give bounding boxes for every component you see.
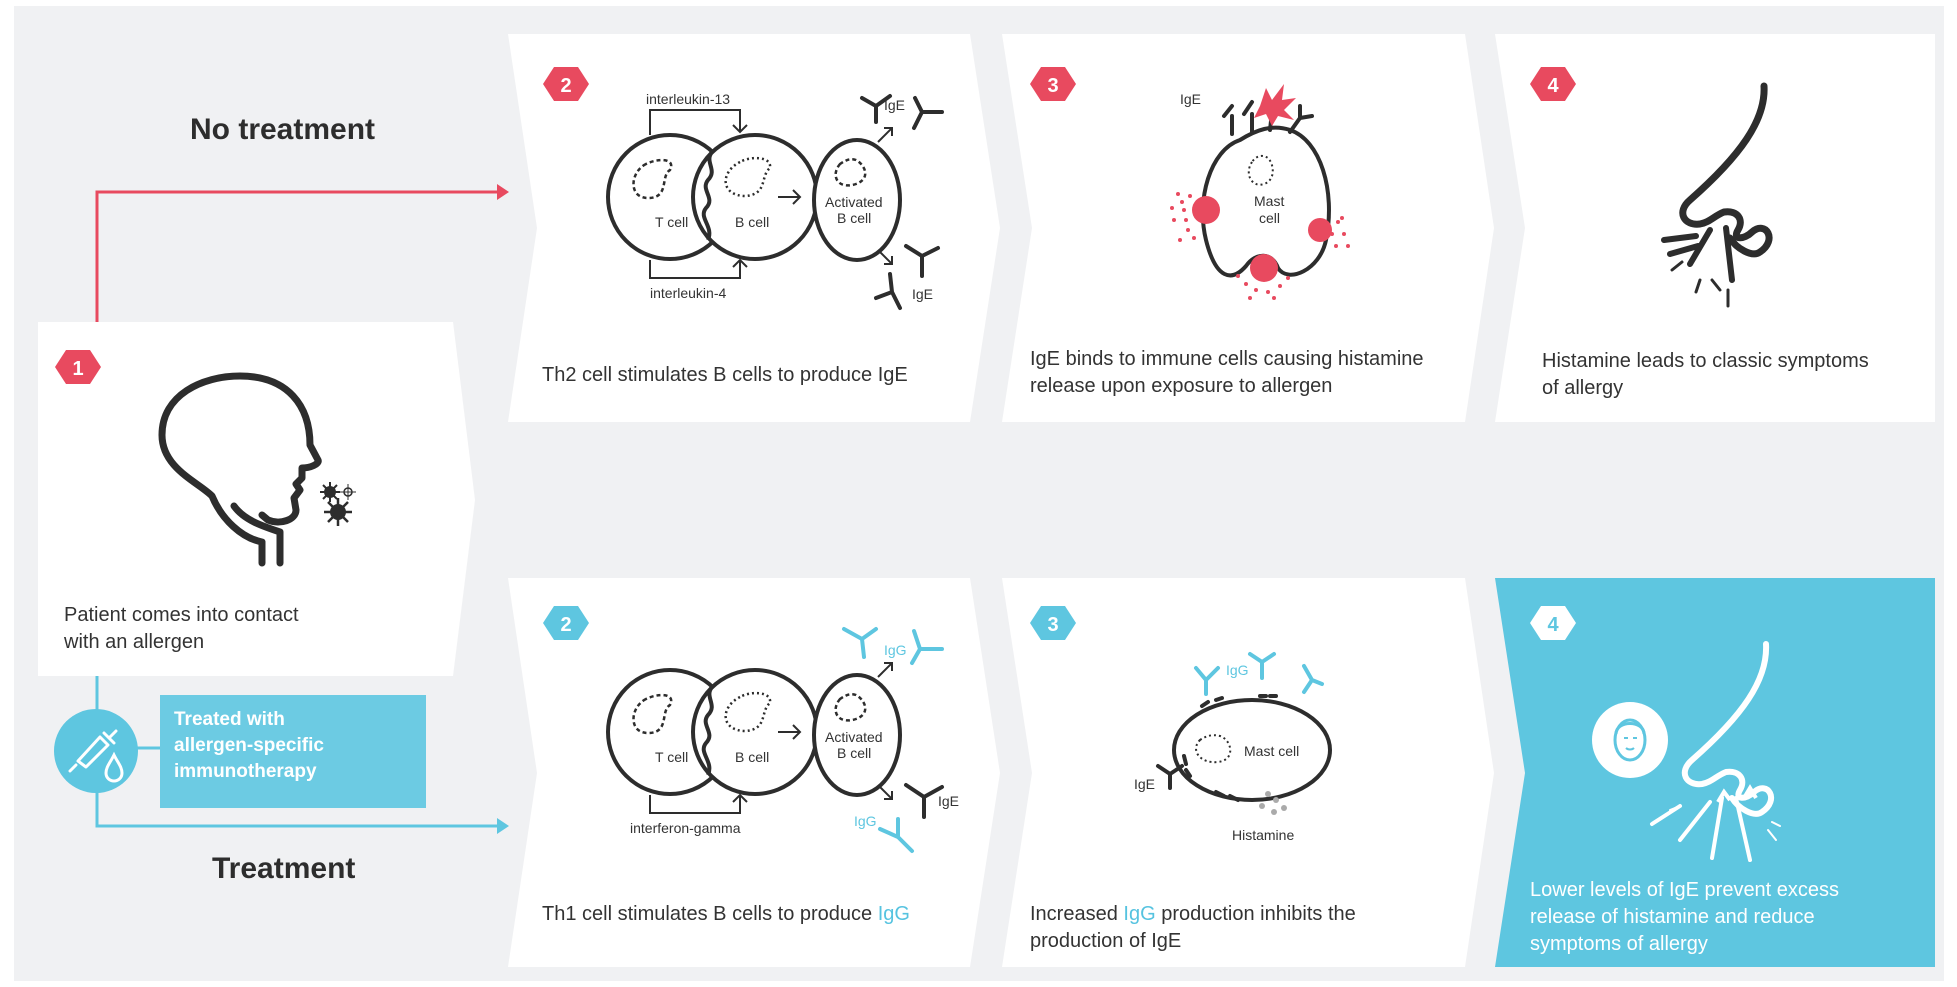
treatment-step3-caption-line1: Increased IgG production inhibits the — [1030, 903, 1356, 925]
interleukin4-label: interleukin-4 — [650, 285, 726, 301]
histamine-label: Histamine — [1232, 827, 1294, 843]
treatment-arrow-head — [497, 818, 509, 834]
interferon-label: interferon-gamma — [630, 820, 741, 836]
ige-antibody-right — [904, 783, 944, 819]
heading-no-treatment: No treatment — [190, 113, 376, 146]
panel-step1 — [38, 322, 475, 676]
ige-right-label: IgE — [938, 793, 959, 809]
ige-antibody — [1156, 764, 1184, 790]
igg-antibodies — [1194, 652, 1324, 696]
bcell-label: B cell — [735, 214, 769, 230]
treatment-step3-caption: Increased IgG production inhibits the pr… — [1030, 901, 1356, 955]
heading-treatment: Treatment — [212, 852, 356, 885]
no-treatment-arrow-line — [95, 190, 497, 322]
histamine-granules — [1170, 192, 1350, 300]
mast-label-1: Mast — [1254, 193, 1284, 209]
no-treatment-arrow-head — [497, 184, 509, 200]
ige-antibodies-bottom — [874, 244, 940, 310]
mast-cell-inhibited-illustration: Mast cell IgG IgE Histamine — [1134, 652, 1332, 843]
panel-treatment-step4 — [1495, 578, 1935, 967]
sneezing-nose-icon — [1661, 82, 1773, 308]
allergen-burst — [1254, 84, 1296, 126]
no-treatment-step3-caption-line2: release upon exposure to allergen — [1030, 375, 1333, 397]
treatment-step3-caption-line2: production of IgE — [1030, 930, 1182, 952]
treatment-step2-caption-text: Th1 cell stimulates B cells to produce — [542, 903, 878, 925]
no-treatment-step4-caption: Histamine leads to classic symptoms of a… — [1542, 348, 1869, 402]
th2-cell-illustration: T cell B cell interleukin-13 interleukin… — [606, 91, 944, 310]
mast-cell-label: Mast cell — [1244, 743, 1299, 759]
syringe-drop-icon — [54, 709, 138, 793]
ige-label: IgE — [1134, 776, 1155, 792]
interleukin13-label: interleukin-13 — [646, 91, 730, 107]
treatment-step4-caption-line3: symptoms of allergy — [1530, 933, 1708, 955]
activated-label-1: Activated — [825, 194, 883, 210]
treatment-step4-caption: Lower levels of IgE prevent excess relea… — [1530, 877, 1839, 958]
receptor-marks — [1182, 694, 1278, 802]
treatment-box-line3: immunotherapy — [174, 761, 317, 782]
treatment-step2-caption-highlight: IgG — [877, 903, 910, 925]
allergen-particles-icon — [320, 482, 356, 526]
ige-top-label: IgE — [884, 97, 905, 113]
panel-no-treatment-step4 — [1495, 34, 1935, 422]
igg-antibody-bottom — [878, 817, 914, 853]
histamine-dots — [1259, 791, 1287, 815]
no-treatment-step4-caption-line1: Histamine leads to classic symptoms — [1542, 350, 1869, 372]
activated-label-2: B cell — [837, 745, 871, 761]
treatment-box-line1: Treated with — [174, 709, 285, 730]
treatment-description-box: Treated with allergen-specific immunothe… — [160, 695, 426, 808]
no-treatment-step2-caption: Th2 cell stimulates B cells to produce I… — [542, 364, 908, 386]
ige-bottom-label: IgE — [912, 286, 933, 302]
step1-caption: Patient comes into contact with an aller… — [64, 602, 299, 656]
treatment-step2-caption: Th1 cell stimulates B cells to produce I… — [542, 901, 910, 928]
igg-antibodies-top — [842, 627, 944, 665]
relieved-face-icon — [1592, 702, 1668, 778]
tcell-label: T cell — [655, 749, 688, 765]
igg-bottom-label: IgG — [854, 813, 877, 829]
mast-cell-degranulation-illustration: Mast cell IgE — [1170, 84, 1350, 300]
treatment-box-line2: allergen-specific — [174, 735, 324, 756]
th1-cell-illustration: T cell B cell interferon-gamma Activated… — [606, 627, 959, 853]
igg-label: IgG — [1226, 662, 1249, 678]
no-treatment-step3-caption-line1: IgE binds to immune cells causing histam… — [1030, 348, 1424, 370]
tcell-label: T cell — [655, 214, 688, 230]
step1-caption-line2: with an allergen — [64, 631, 205, 653]
treatment-step4-caption-line1: Lower levels of IgE prevent excess — [1530, 879, 1840, 901]
ige-label: IgE — [1180, 91, 1201, 107]
step1-caption-line1: Patient comes into contact — [64, 604, 299, 626]
treatment-step4-caption-line2: release of histamine and reduce — [1530, 906, 1815, 928]
activated-label-2: B cell — [837, 210, 871, 226]
activated-label-1: Activated — [825, 729, 883, 745]
head-with-allergen-icon — [158, 372, 356, 567]
igg-top-label: IgG — [884, 642, 907, 658]
ige-antibodies-top — [860, 94, 944, 130]
no-treatment-step3-caption: IgE binds to immune cells causing histam… — [1030, 346, 1424, 400]
no-treatment-step4-caption-line2: of allergy — [1542, 377, 1624, 399]
relieved-nose-icon — [1650, 641, 1781, 862]
bcell-label: B cell — [735, 749, 769, 765]
mast-label-2: cell — [1259, 210, 1280, 226]
